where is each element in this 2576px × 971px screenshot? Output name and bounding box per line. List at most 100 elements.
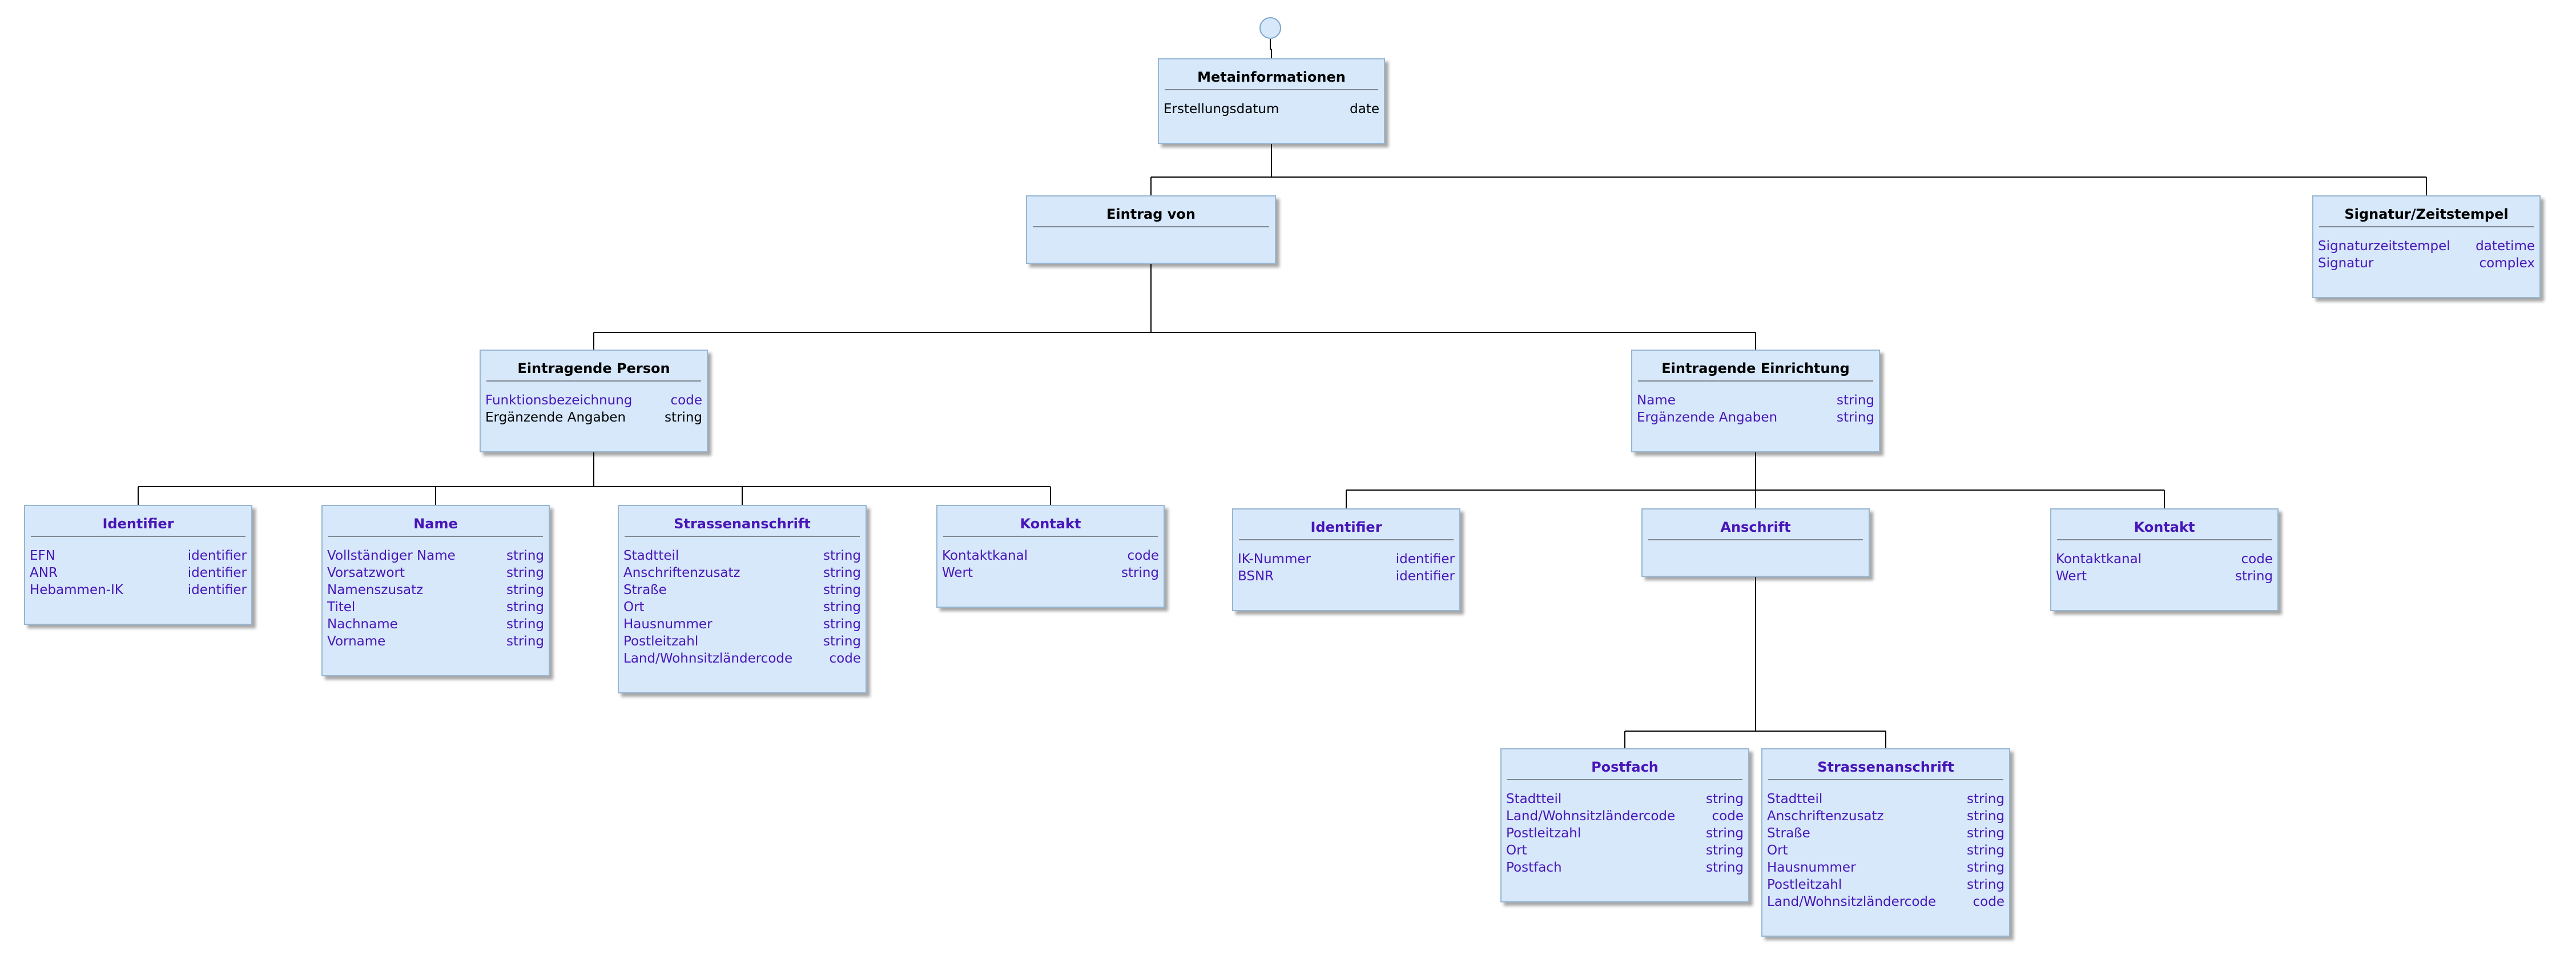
attribute-name: Stadtteil: [623, 548, 679, 563]
attribute-type: string: [1705, 860, 1744, 875]
node-title: Strassenanschrift: [674, 516, 811, 532]
attribute-name: Signaturzeitstempel: [2318, 239, 2450, 254]
attribute-type: complex: [2479, 256, 2535, 271]
attribute-type: string: [1121, 565, 1159, 580]
node-divider: [1638, 380, 1873, 382]
attribute-type: code: [829, 651, 861, 666]
node-title: Metainformationen: [1197, 69, 1346, 85]
attribute-type: string: [1966, 792, 2005, 807]
node-divider: [1033, 226, 1269, 227]
attribute-type: string: [1966, 877, 2005, 892]
attribute-name: Hebammen-IK: [30, 583, 123, 597]
attribute-name: Vollständiger Name: [327, 548, 456, 563]
node-title: Kontakt: [1020, 516, 1081, 532]
attribute-row: Land/Wohnsitzländercode code: [623, 650, 861, 667]
attribute-name: Erstellungsdatum: [1164, 102, 1279, 117]
attribute-name: BSNR: [1238, 569, 1274, 584]
attribute-type: identifier: [187, 548, 247, 563]
class-node-eintrag[interactable]: Eintrag von: [1026, 195, 1276, 264]
attribute-row: Straße string: [623, 581, 861, 599]
attribute-name: Signatur: [2318, 256, 2374, 271]
attribute-type: string: [823, 583, 861, 597]
class-node-e-anschrift[interactable]: Anschrift: [1641, 508, 1870, 577]
node-divider: [1648, 539, 1863, 540]
attribute-name: Postfach: [1506, 860, 1562, 875]
node-divider: [31, 536, 245, 537]
node-divider: [2057, 539, 2272, 540]
node-divider: [943, 536, 1158, 537]
attribute-list: Erstellungsdatum date: [1159, 101, 1384, 118]
attribute-type: string: [1705, 843, 1744, 858]
attribute-type: string: [506, 617, 544, 632]
attribute-name: Funktionsbezeichnung: [485, 393, 633, 408]
attribute-name: Ort: [1506, 843, 1527, 858]
attribute-type: string: [823, 565, 861, 580]
attribute-row: Hebammen-IK identifier: [30, 581, 247, 599]
attribute-row: Name string: [1637, 392, 1874, 409]
attribute-type: code: [1973, 894, 2005, 909]
attribute-row: Signatur complex: [2318, 255, 2535, 272]
node-divider: [328, 536, 543, 537]
attribute-name: EFN: [30, 548, 55, 563]
attribute-name: Vorname: [327, 634, 386, 649]
node-title: Name: [413, 516, 458, 532]
attribute-type: string: [1836, 393, 1874, 408]
node-title: Strassenanschrift: [1817, 759, 1954, 775]
attribute-name: Wert: [942, 565, 973, 580]
attribute-name: Land/Wohnsitzländercode: [623, 651, 793, 666]
node-title: Identifier: [102, 516, 174, 532]
attribute-name: Nachname: [327, 617, 398, 632]
attribute-type: string: [1966, 843, 2005, 858]
attribute-type: string: [1836, 410, 1874, 425]
attribute-type: string: [823, 548, 861, 563]
attribute-type: identifier: [187, 583, 247, 597]
attribute-name: IK-Nummer: [1238, 552, 1311, 567]
attribute-name: Straße: [623, 583, 667, 597]
attribute-type: code: [1712, 809, 1744, 824]
start-node: [1259, 17, 1281, 39]
attribute-name: Titel: [327, 600, 356, 615]
attribute-row: Erstellungsdatum date: [1164, 101, 1379, 118]
attribute-type: date: [1350, 102, 1379, 117]
attribute-name: Name: [1637, 393, 1676, 408]
attribute-type: string: [664, 410, 702, 425]
attribute-name: Kontaktkanal: [2056, 552, 2142, 567]
node-divider: [625, 536, 860, 537]
attribute-name: Hausnummer: [1767, 860, 1856, 875]
attribute-name: Kontaktkanal: [942, 548, 1028, 563]
attribute-name: Anschriftenzusatz: [1767, 809, 1884, 824]
